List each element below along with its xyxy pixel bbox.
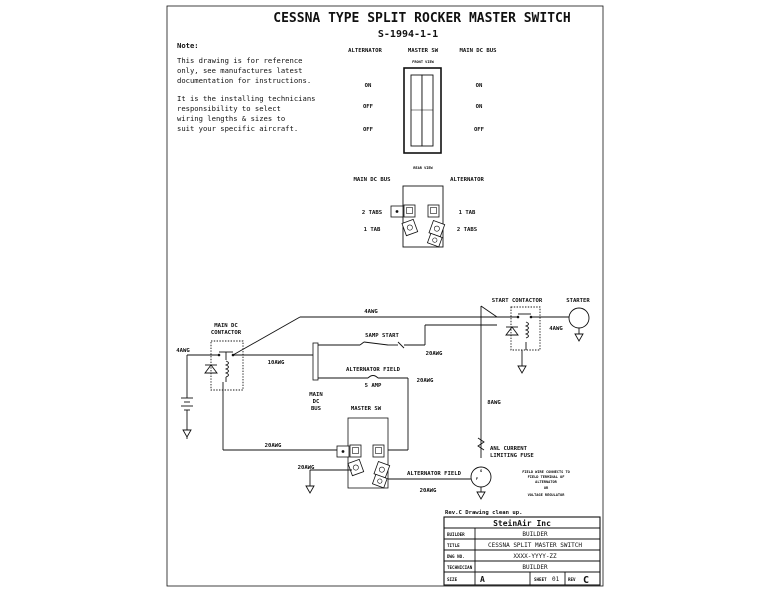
main-contactor-label: CONTACTOR	[211, 330, 242, 336]
wire-20awg-ground: 20AWG	[298, 465, 315, 471]
starter-label: STARTER	[566, 298, 590, 304]
bus-state: OFF	[474, 127, 485, 133]
rear-view: REAR VIEW MAIN DC BUS ALTERNATOR 2 TABS …	[353, 166, 484, 248]
alt-field-fuse-label: ALTERNATOR FIELD	[346, 367, 401, 373]
start-contactor: START CONTACTOR	[492, 298, 543, 351]
alternator-state: OFF	[363, 104, 374, 110]
wire-10awg: 10AWG	[268, 360, 285, 366]
wire-20awg-alt: 20AWG	[420, 488, 437, 494]
wire-4awg-starter: 4AWG	[549, 326, 563, 332]
tb-key: DWG NO.	[447, 554, 465, 559]
alt-field-amp-label: 5 AMP	[365, 383, 382, 389]
note-line: responsibility to select	[177, 104, 281, 113]
battery-symbol	[181, 355, 193, 439]
alt-field-wire-label: ALTERNATOR FIELD	[407, 471, 462, 477]
tb-rev-value: C	[583, 575, 589, 586]
tb-key: TECHNICIAN	[447, 565, 473, 570]
master-switch: MASTER SW	[336, 406, 391, 489]
part-number: S-1994-1-1	[378, 29, 438, 40]
note-line: This drawing is for reference	[177, 56, 303, 65]
note-line: documentation for instructions.	[177, 76, 311, 85]
rocker-half-left	[410, 74, 423, 147]
tb-value: XXXX-YYYY-ZZ	[513, 553, 557, 560]
tb-size-value: A	[480, 575, 485, 584]
anl-fuse-label: LIMITING FUSE	[490, 453, 534, 459]
alternator-f-icon: F	[476, 477, 478, 481]
tb-rev-key: REV	[568, 577, 576, 582]
wire-4awg-top: 4AWG	[364, 309, 378, 315]
tb-sheet-key: SHEET	[534, 577, 547, 582]
tb-value: BUILDER	[522, 531, 548, 538]
main-contactor-label: MAIN DC	[214, 323, 238, 329]
svg-text:FIELD TERMINAL OF: FIELD TERMINAL OF	[528, 475, 565, 479]
main-dc-bus-label: DC	[313, 399, 320, 405]
wire-20awg-field: 20AWG	[417, 378, 434, 384]
anl-fuse-label: ANL CURRENT	[490, 446, 528, 452]
alternator-state: OFF	[363, 127, 374, 133]
start-contactor-label: START CONTACTOR	[492, 298, 543, 304]
tb-size-key: SIZE	[447, 577, 458, 582]
col-master-sw: MASTER SW	[408, 48, 439, 54]
tb-value: BUILDER	[522, 564, 548, 571]
rear-view-label: REAR VIEW	[413, 166, 433, 170]
svg-text:ALTERNATOR: ALTERNATOR	[535, 480, 557, 484]
rear-left-row1: 2 TABS	[362, 210, 383, 216]
title-block: Rev.C Drawing clean up. SteinAir Inc BUI…	[443, 510, 601, 586]
note-heading: Note:	[177, 41, 199, 50]
note-block: Note: This drawing is for reference only…	[177, 41, 315, 133]
rocker-half-right	[421, 74, 434, 147]
rear-right-row1: 1 TAB	[459, 210, 476, 216]
note-line: only, see manufactures latest	[177, 66, 303, 75]
main-dc-bus-label: BUS	[311, 406, 322, 412]
tb-key: TITLE	[447, 543, 460, 548]
alternator-g-icon: G	[480, 469, 482, 473]
field-note: FIELD WIRE CONNECTS TO FIELD TERMINAL OF…	[522, 470, 570, 497]
main-dc-bus-label: MAIN	[309, 392, 323, 398]
wire-20awg-bottom: 20AWG	[265, 443, 282, 449]
note-line: suit your specific aircraft.	[177, 124, 298, 133]
front-view-label: FRONT VIEW	[412, 60, 434, 64]
svg-text:OR: OR	[544, 486, 549, 490]
company-name: SteinAir Inc	[493, 518, 551, 528]
main-dc-bus-bar	[312, 342, 319, 381]
sheet-border	[166, 5, 604, 587]
col-main-dc-bus: MAIN DC BUS	[459, 48, 497, 54]
master-sw-label: MASTER SW	[351, 406, 382, 412]
tb-value: CESSNA SPLIT MASTER SWITCH	[488, 542, 582, 549]
wire-4awg-battery: 4AWG	[176, 348, 190, 354]
fuse-start-label: 5AMP START	[365, 333, 399, 339]
drawing-title: CESSNA TYPE SPLIT ROCKER MASTER SWITCH	[273, 11, 570, 26]
wire-20awg-start: 20AWG	[426, 351, 443, 357]
tb-key: BUILDER	[447, 532, 465, 537]
svg-text:VOLTAGE REGULATOR: VOLTAGE REGULATOR	[528, 493, 566, 497]
wire-8awg: 8AWG	[487, 400, 501, 406]
rear-right-row2: 2 TABS	[457, 227, 478, 233]
bus-state: ON	[476, 104, 483, 110]
bus-state: ON	[476, 83, 483, 89]
note-line: It is the installing technicians	[177, 94, 315, 103]
rear-left-label: MAIN DC BUS	[353, 177, 391, 183]
col-alternator: ALTERNATOR	[348, 48, 382, 54]
note-line: wiring lengths & sizes to	[177, 114, 285, 123]
rear-right-label: ALTERNATOR	[450, 177, 484, 183]
schematic: 4AWG MAIN DC CONTACTOR 4AWG 10AWG MAIN D…	[176, 298, 590, 500]
front-view: ALTERNATOR MASTER SW MAIN DC BUS FRONT V…	[348, 48, 497, 154]
svg-text:FIELD WIRE CONNECTS TO: FIELD WIRE CONNECTS TO	[522, 470, 570, 474]
starter-motor	[568, 307, 590, 329]
rear-left-row2: 1 TAB	[364, 227, 381, 233]
revision-note: Rev.C Drawing clean up.	[445, 510, 522, 516]
tb-sheet-value: 01	[552, 576, 560, 583]
main-contactor: MAIN DC CONTACTOR	[204, 323, 244, 391]
alternator-state: ON	[365, 83, 372, 89]
